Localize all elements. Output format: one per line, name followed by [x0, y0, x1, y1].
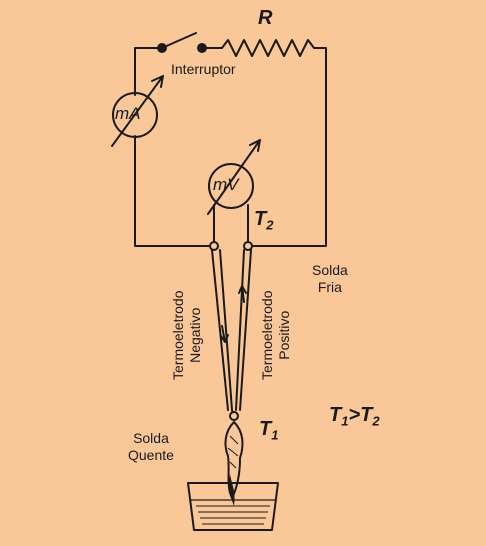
resistor [221, 39, 319, 57]
positive-electrode-label: Termoeletrodo Positivo [259, 290, 292, 381]
wire-top-left [134, 47, 159, 96]
negative-electrode-label: Termoeletrodo Negativo [170, 290, 203, 381]
millivoltmeter [207, 139, 261, 247]
t2-label: T2 [254, 208, 274, 233]
t1-label: T1 [259, 418, 279, 443]
wire-left [134, 135, 215, 247]
thermoelectrodes [211, 249, 252, 419]
hot-junction-label: Solda Quente [128, 430, 174, 463]
burner-container [187, 482, 279, 531]
hot-junction-point [229, 411, 239, 421]
cold-junction-label: Solda Fria [312, 262, 348, 295]
millivoltmeter-label: mV [213, 175, 239, 194]
terminal-right [243, 241, 253, 251]
milliammeter-label: mA [115, 104, 141, 123]
milliammeter [111, 75, 164, 147]
switch-label: Interruptor [171, 61, 236, 77]
wire-right [247, 47, 327, 247]
temperature-condition: T1>T2 [329, 404, 380, 429]
terminal-left [209, 241, 219, 251]
switch [157, 32, 223, 53]
flame [224, 421, 244, 499]
resistor-label: R [258, 7, 273, 29]
